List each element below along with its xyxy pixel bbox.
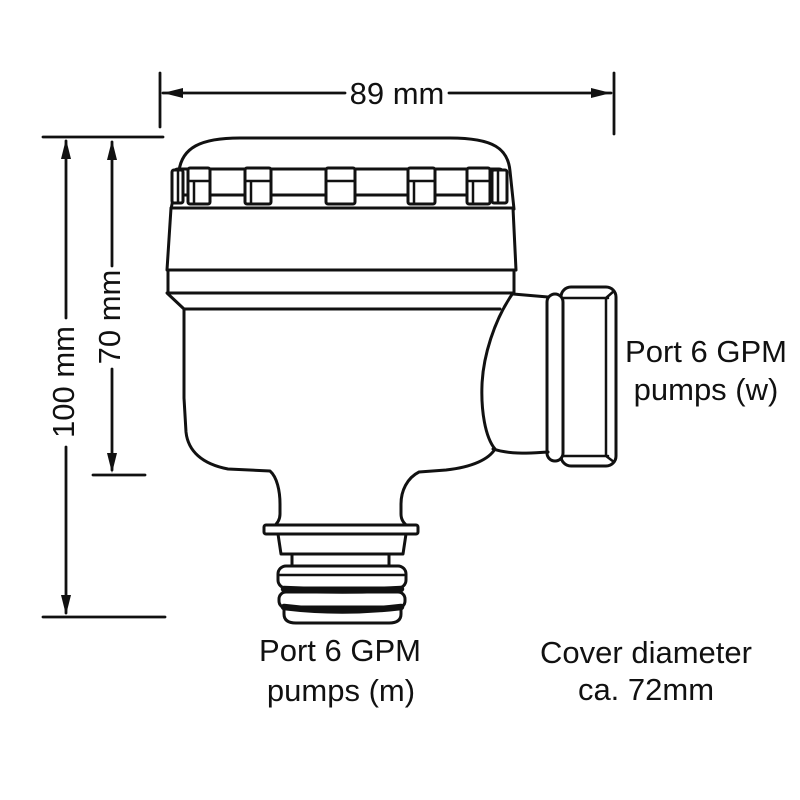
dim-height70-label: 70 mm <box>92 270 127 365</box>
bottom-port-label-line2: pumps (m) <box>267 673 415 708</box>
side-port-barrel-details <box>561 289 616 464</box>
cap-rib <box>243 166 273 206</box>
bottom-port-label-line1: Port 6 GPM <box>259 633 421 668</box>
arrow-right-icon <box>591 88 611 98</box>
arrow-down-icon <box>107 453 117 473</box>
arrow-up-icon <box>61 139 71 159</box>
collar-upper <box>165 206 518 272</box>
side-port-junction-bottom <box>491 447 550 455</box>
bottom-port-ring-upper <box>276 564 408 590</box>
cap-rib-edge-right <box>490 168 509 205</box>
cap-rib <box>324 166 357 206</box>
oring-upper <box>280 585 405 594</box>
bottom-port <box>262 523 420 625</box>
cover-diameter-label: Cover diameter ca. 72mm <box>540 635 752 707</box>
oring-lower <box>280 603 405 614</box>
cap-ribs <box>170 166 509 206</box>
arrow-left-icon <box>163 88 183 98</box>
cap-rib <box>465 166 492 206</box>
side-port-label: Port 6 GPM pumps (w) <box>625 334 787 407</box>
bottom-port-block <box>276 532 408 556</box>
collar-lower-ring <box>166 268 516 295</box>
side-port-label-line1: Port 6 GPM <box>625 334 787 369</box>
side-port-barrel <box>559 285 618 468</box>
side-port-label-line2: pumps (w) <box>634 372 779 407</box>
dim-height100-label: 100 mm <box>46 326 81 438</box>
dimension-lines <box>41 71 616 619</box>
cover-diameter-label-line2: ca. 72mm <box>578 672 714 707</box>
side-port-neck <box>545 292 565 463</box>
cover-diameter-label-line1: Cover diameter <box>540 635 752 670</box>
cap-rib-detail-lines <box>176 170 500 205</box>
strainer-body <box>165 291 515 529</box>
cap-rib <box>406 166 437 206</box>
bottom-port-label: Port 6 GPM pumps (m) <box>259 633 421 708</box>
bottom-port-neck <box>290 552 391 568</box>
cap-rib <box>186 166 212 206</box>
dimension-arrowheads <box>61 88 611 615</box>
dim-width-label: 89 mm <box>350 76 445 111</box>
side-port-junction-top <box>511 292 550 299</box>
arrow-down-icon <box>61 595 71 615</box>
arrow-up-icon <box>107 140 117 160</box>
